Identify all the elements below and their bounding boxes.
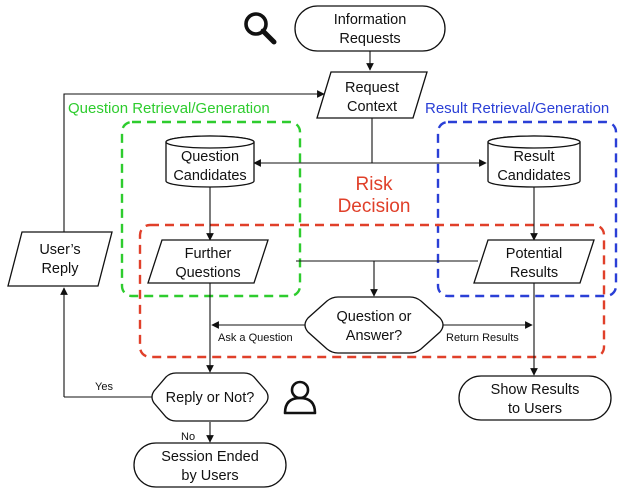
node-users-reply-line2: Reply: [41, 261, 79, 277]
edge-label-no: No: [181, 431, 195, 443]
node-request-context-line2: Context: [347, 99, 397, 115]
node-session-ended: [133, 442, 287, 488]
edge-label-ask-question: Ask a Question: [218, 332, 293, 344]
node-request-context: [316, 71, 428, 119]
region-label-risk-line2: Decision: [338, 196, 411, 217]
node-show-results-line1: Show Results: [491, 382, 580, 398]
node-result-candidates-top: [487, 135, 581, 149]
node-question-or-answer-line2: Answer?: [346, 328, 402, 344]
edge-label-return-results: Return Results: [446, 332, 519, 344]
edge-users-reply-to-context: [63, 90, 325, 232]
search-icon: [244, 12, 277, 45]
node-further-questions-line2: Questions: [175, 265, 240, 281]
region-label-result: Result Retrieval/Generation: [425, 100, 609, 117]
edge-label-yes: Yes: [95, 381, 113, 393]
region-risk-decision: [138, 223, 606, 359]
node-information-requests-line1: Information: [334, 12, 407, 28]
node-result-candidates-line1: Result: [513, 149, 554, 165]
node-users-reply-line1: User’s: [39, 242, 80, 258]
node-show-results-line2: to Users: [508, 401, 562, 417]
node-further-questions: [147, 239, 269, 284]
node-potential-results-line2: Results: [510, 265, 558, 281]
node-question-candidates-line1: Question: [181, 149, 239, 165]
node-show-results: [458, 375, 612, 421]
node-potential-results: [473, 239, 595, 284]
node-question-candidates-top: [165, 135, 255, 149]
node-potential-results-line1: Potential: [506, 246, 562, 262]
node-information-requests: [294, 5, 446, 52]
node-information-requests-line2: Requests: [339, 31, 400, 47]
node-question-or-answer-line1: Question or: [337, 309, 412, 325]
region-label-risk-line1: Risk: [356, 174, 393, 195]
node-question-candidates-line2: Candidates: [173, 168, 246, 184]
node-session-ended-line1: Session Ended: [161, 449, 259, 465]
region-label-question: Question Retrieval/Generation: [68, 100, 270, 117]
region-result-retrieval: [436, 120, 618, 298]
node-question-or-answer: [304, 296, 444, 354]
node-users-reply: [7, 231, 113, 287]
user-icon: [283, 380, 317, 415]
node-request-context-line1: Request: [345, 80, 399, 96]
node-session-ended-line2: by Users: [181, 468, 238, 484]
region-question-retrieval: [120, 120, 302, 298]
node-reply-or-not-label: Reply or Not?: [166, 390, 255, 406]
node-result-candidates-line2: Candidates: [497, 168, 570, 184]
node-reply-or-not: [151, 372, 269, 422]
node-further-questions-line1: Further: [185, 246, 232, 262]
